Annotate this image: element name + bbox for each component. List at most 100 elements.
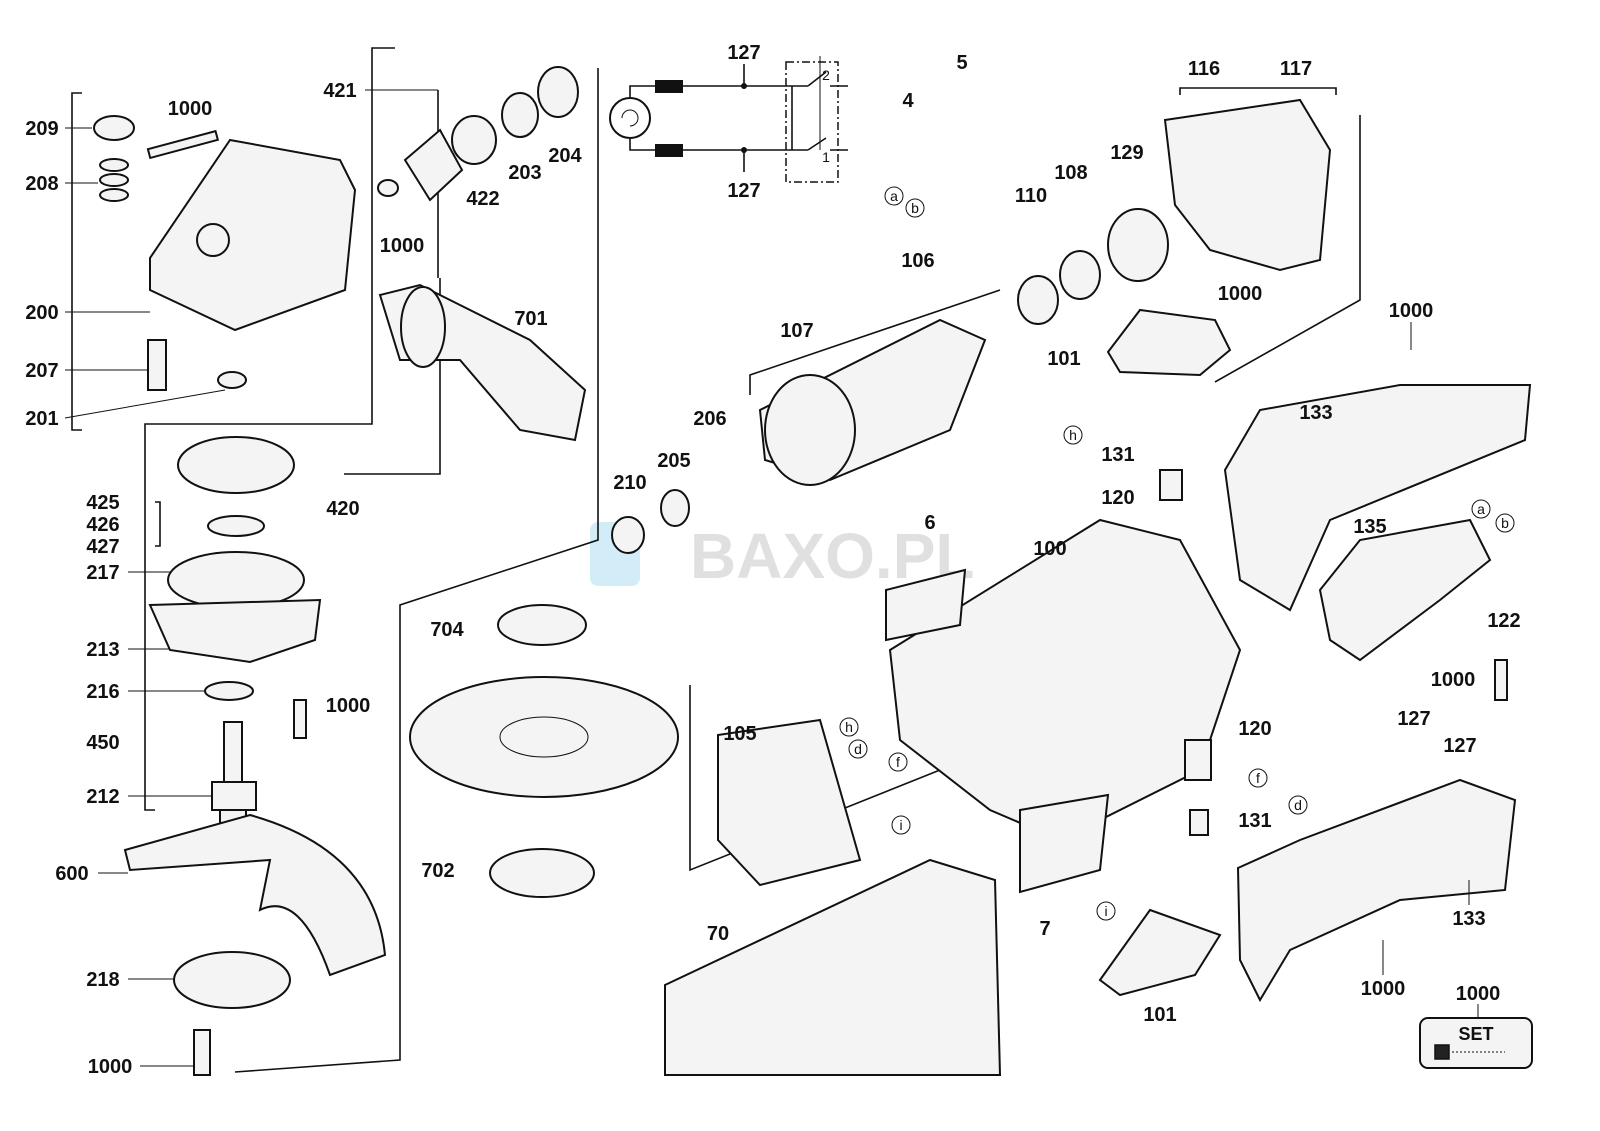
callout-201: 201 — [25, 408, 58, 430]
callout-120: 120 — [1101, 487, 1134, 509]
callout-wire-i: i — [899, 817, 902, 833]
callout-131: 131 — [1101, 444, 1134, 466]
part-105-field — [717, 718, 862, 887]
part-101-lower-cover — [1098, 908, 1222, 997]
callout-1000: 1000 — [1456, 983, 1501, 1005]
callout-701: 701 — [514, 308, 547, 330]
callout-426: 426 — [86, 514, 119, 536]
callout-704: 704 — [430, 619, 464, 641]
callout-210: 210 — [613, 472, 646, 494]
callout-1000: 1000 — [326, 695, 371, 717]
part-217-ring — [167, 551, 305, 609]
callout-wire-f: f — [1256, 770, 1260, 786]
callout-450: 450 — [86, 732, 119, 754]
callout-1000: 1000 — [1389, 300, 1434, 322]
callout-129: 129 — [1110, 142, 1143, 164]
callout-108: 108 — [1054, 162, 1087, 184]
callout-131: 131 — [1238, 810, 1271, 832]
part-212-spindle — [223, 721, 243, 783]
callout-100: 100 — [1033, 538, 1066, 560]
callout-600: 600 — [55, 863, 88, 885]
callout-wire-b: b — [911, 200, 919, 216]
callout-1000: 1000 — [1218, 283, 1263, 305]
part-70-case — [664, 858, 1002, 1076]
callout-208: 208 — [25, 173, 58, 195]
callout-wire-d: d — [854, 741, 862, 757]
part-116-bearing-shield — [1163, 98, 1332, 272]
part-101-cover — [1106, 308, 1232, 377]
callout-213: 213 — [86, 639, 119, 661]
callout-127: 127 — [1443, 735, 1476, 757]
callout-133: 133 — [1299, 402, 1332, 424]
callout-216: 216 — [86, 681, 119, 703]
callout-1000: 1000 — [88, 1056, 133, 1078]
part-702-nut — [489, 848, 595, 898]
callout-217: 217 — [86, 562, 119, 584]
callout-wire-d: d — [1294, 797, 1302, 813]
part-704-flange — [497, 604, 587, 646]
callout-206: 206 — [693, 408, 726, 430]
callout-425: 425 — [86, 492, 119, 514]
set-label: SET — [1458, 1024, 1493, 1044]
part-600-guard — [123, 813, 387, 977]
callout-1000: 1000 — [380, 235, 425, 257]
callout-205: 205 — [657, 450, 690, 472]
callout-200: 200 — [25, 302, 58, 324]
leader-lines — [64, 89, 1479, 1067]
callout-wire-a: a — [1477, 501, 1485, 517]
switch-terminal-2: 2 — [822, 67, 830, 83]
callout-127: 127 — [727, 180, 760, 202]
callout-127: 127 — [1397, 708, 1430, 730]
callout-218: 218 — [86, 969, 119, 991]
callout-212: 212 — [86, 786, 119, 808]
callout-labels: 209 1000 208 200 207 201 4 2 1 422 1000 20… — [25, 42, 1520, 1078]
callout-203: 203 — [508, 162, 541, 184]
callout-wire-f: f — [896, 754, 900, 770]
callout-101: 101 — [1047, 348, 1080, 370]
part-200-gear-housing — [149, 138, 357, 332]
callout-101: 101 — [1143, 1004, 1176, 1026]
callout-wire-a: a — [890, 188, 898, 204]
callout-6: 6 — [924, 512, 935, 534]
callout-209: 209 — [25, 118, 58, 140]
callout-702: 702 — [421, 860, 454, 882]
callout-122: 122 — [1487, 610, 1520, 632]
part-420-bevel-gear — [177, 436, 295, 494]
part-133-rear-handle — [1236, 778, 1517, 1003]
callout-106: 106 — [901, 250, 934, 272]
callout-204: 204 — [548, 145, 582, 167]
callout-427: 427 — [86, 536, 119, 558]
callout-135: 135 — [1353, 516, 1386, 538]
part-133-handle-half — [1223, 384, 1532, 612]
callout-127: 127 — [727, 42, 760, 64]
callout-5: 5 — [956, 52, 967, 74]
callout-422: 422 — [466, 188, 499, 210]
callout-110: 110 — [1015, 185, 1047, 207]
callout-120: 120 — [1238, 718, 1271, 740]
callout-70: 70 — [707, 923, 729, 945]
callout-wire-b: b — [1501, 515, 1509, 531]
callout-207: 207 — [25, 360, 58, 382]
callout-wire-i: i — [1104, 903, 1107, 919]
callout-117: 117 — [1280, 58, 1312, 80]
callout-1000: 1000 — [1361, 978, 1406, 1000]
part-135-switch — [1318, 518, 1492, 662]
callout-105: 105 — [723, 723, 756, 745]
callout-116: 116 — [1188, 58, 1220, 80]
part-209-cap — [93, 115, 135, 141]
callout-wire-h: h — [845, 719, 853, 735]
switch-terminal-1: 1 — [822, 149, 830, 165]
callout-1000: 1000 — [1431, 669, 1476, 691]
callout-107: 107 — [780, 320, 813, 342]
callout-wire-h: h — [1069, 427, 1077, 443]
part-shapes — [93, 66, 1533, 1076]
callout-4: 4 — [902, 90, 914, 112]
callout-133: 133 — [1452, 908, 1485, 930]
callout-1000: 1000 — [168, 98, 213, 120]
part-disc — [409, 676, 679, 798]
callout-420: 420 — [326, 498, 359, 520]
part-213-flange — [148, 598, 322, 664]
wiring-schematic: 2 1 — [609, 56, 848, 183]
